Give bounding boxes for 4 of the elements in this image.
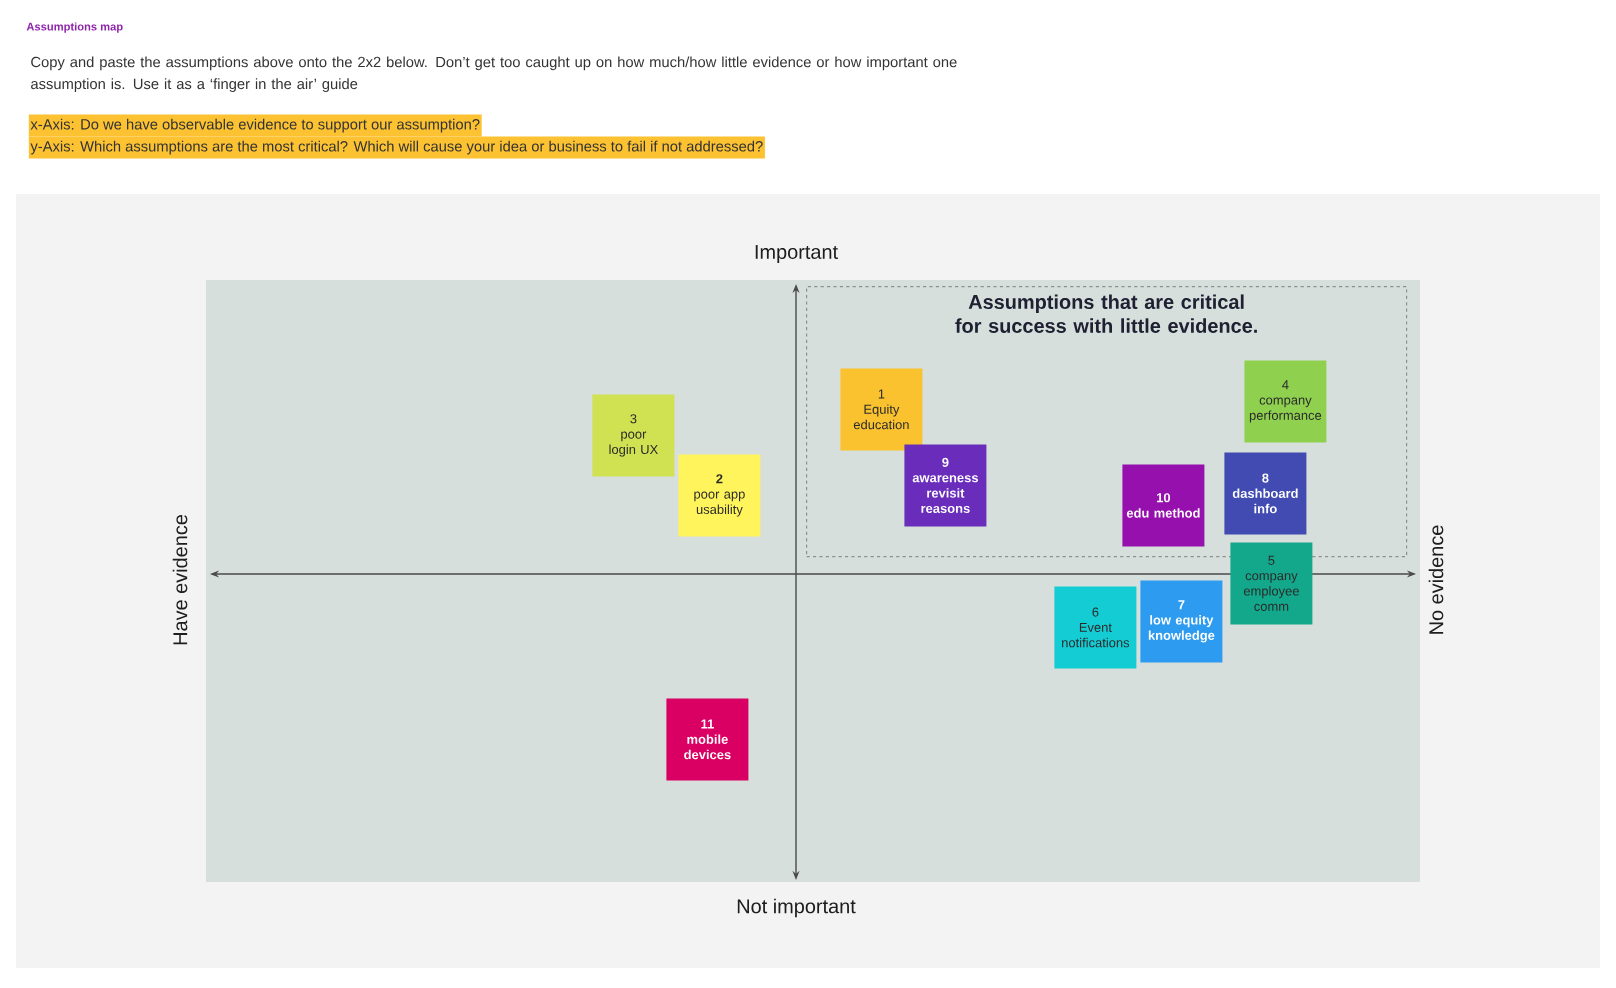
axis-label: No evidence <box>1428 525 1444 634</box>
axis-label: Not important <box>737 898 856 918</box>
axis-label: Have evidence <box>172 515 188 645</box>
axis-label: Important <box>755 245 838 263</box>
